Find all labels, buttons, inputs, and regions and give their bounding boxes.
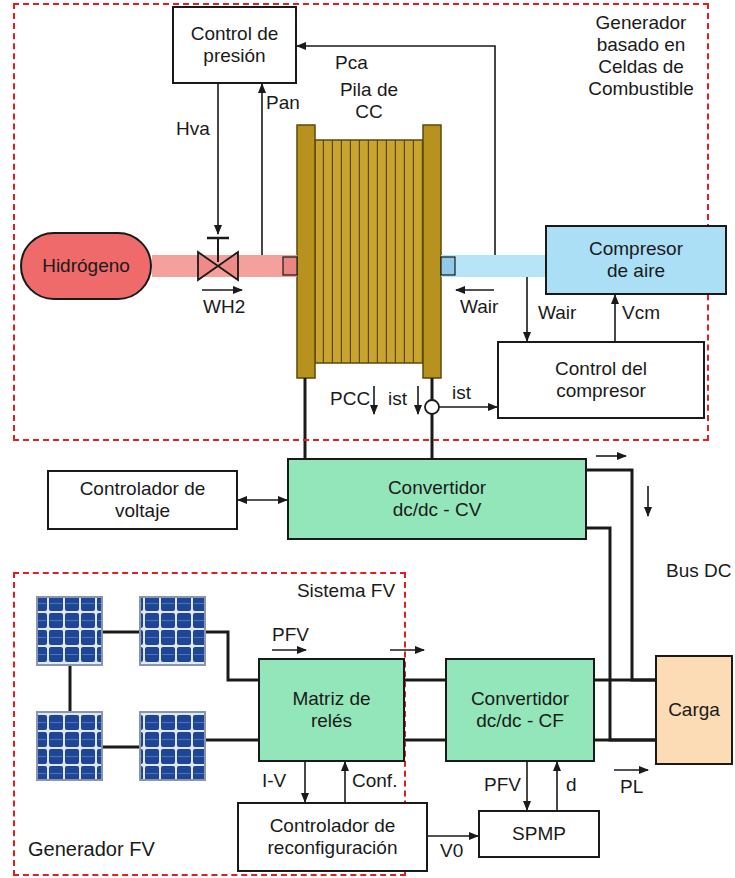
box-label: Convertidor dc/dc - CF: [458, 688, 582, 732]
gas-pipe: [441, 255, 545, 277]
signal-line: [344, 762, 346, 802]
cathode-inlet: [441, 257, 455, 275]
signal-line: [428, 835, 478, 837]
signal-line: [304, 762, 306, 802]
controller-box: Controlador de reconfiguración: [237, 802, 428, 872]
signal-line: [432, 378, 497, 407]
signal-label: Pca: [335, 52, 368, 74]
signal-label: Wair: [460, 296, 498, 318]
signal-line: [238, 499, 287, 501]
signal-line: [595, 739, 655, 742]
signal-label: V0: [440, 840, 463, 862]
signal-line: [595, 679, 655, 682]
box-label: Control del compresor: [541, 358, 661, 402]
signal-label: WH2: [203, 296, 245, 318]
signal-line: [587, 528, 655, 740]
array-label: Generador FV: [28, 838, 155, 860]
signal-line: [526, 762, 528, 810]
signal-label: PL: [620, 776, 643, 798]
signal-label: Vcm: [622, 302, 660, 324]
signal-label: ist: [452, 382, 471, 404]
signal-label: Conf.: [352, 770, 397, 792]
signal-label: Hva: [176, 118, 210, 140]
pressure-valve: [198, 238, 238, 280]
region-title: Sistema FV: [290, 580, 402, 602]
signal-label: PFV: [272, 624, 309, 646]
converter-box: Convertidor dc/dc - CF: [445, 658, 595, 762]
signal-label: ist: [388, 388, 407, 410]
mppt-box: SPMP: [478, 810, 600, 858]
signal-label: I-V: [262, 770, 286, 792]
signal-line: [587, 470, 655, 680]
relay-matrix-box: Matriz de relés: [258, 658, 405, 762]
signal-label: d: [566, 774, 577, 796]
anode-inlet: [283, 257, 297, 275]
current-sensor: [425, 400, 439, 414]
signal-line: [556, 762, 558, 810]
fuel-cell-stack: [297, 125, 441, 378]
box-label: Convertidor dc/dc - CV: [372, 477, 502, 521]
signal-line: [614, 295, 616, 341]
box-label: Compresor de aire: [576, 238, 696, 282]
signal-line: [304, 378, 307, 458]
signal-line: [405, 739, 445, 742]
compressor-box: Compresor de aire: [545, 225, 727, 295]
box-label: Controlador de reconfiguración: [257, 815, 409, 859]
signal-label: Pan: [266, 92, 300, 114]
converter-box: Convertidor dc/dc - CV: [287, 458, 587, 540]
controller-box: Control de presión: [172, 6, 297, 84]
box-label: SPMP: [512, 823, 566, 845]
pv-panels: [37, 597, 258, 780]
box-label: Matriz de relés: [282, 688, 382, 732]
controller-box: Control del compresor: [497, 341, 705, 419]
box-label: Pila de CC: [329, 79, 409, 123]
signal-line: [431, 378, 434, 458]
signal-label: PCC: [330, 388, 370, 410]
signal-label: Wair: [538, 302, 576, 324]
signal-arrows: [202, 78, 648, 770]
region-title: Generador basado en Celdas de Combustibl…: [580, 12, 702, 100]
box-label: Hidrógeno: [42, 255, 130, 277]
box-label: Controlador de voltaje: [68, 478, 218, 522]
signal-label: Bus DC: [666, 560, 731, 582]
box-label: Carga: [668, 699, 720, 721]
load-box: Carga: [655, 655, 733, 765]
signal-label: PFV: [484, 774, 521, 796]
controller-box: Controlador de voltaje: [47, 470, 238, 530]
system-region: Matriz de relésControlador de reconfigur…: [14, 573, 405, 875]
hydrogen-tank: Hidrógeno: [20, 232, 152, 300]
signal-line: [297, 46, 545, 266]
signal-line: [405, 679, 445, 682]
box-label: Control de presión: [180, 23, 290, 67]
fuel-cell-stack: Pila de CC: [297, 125, 441, 378]
